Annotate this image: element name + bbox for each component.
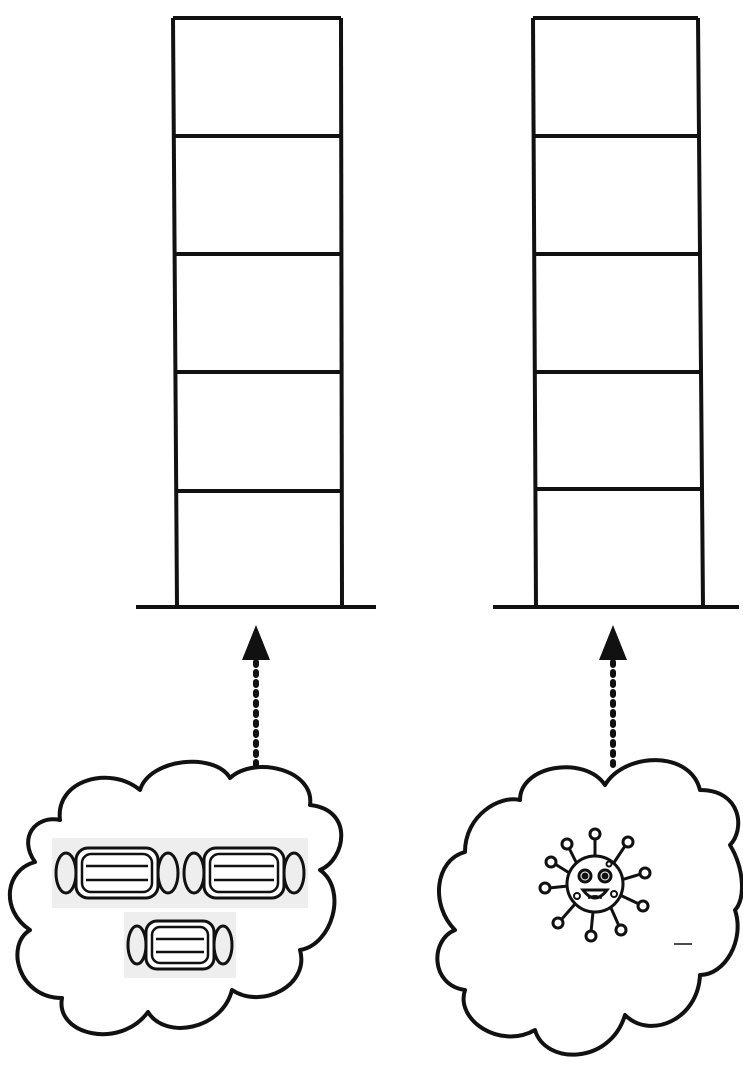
left-dotted-arrow bbox=[242, 625, 270, 768]
mask-icon bbox=[180, 838, 308, 908]
mask-icon bbox=[124, 912, 236, 978]
arrowhead-icon bbox=[599, 625, 627, 660]
virus-icon bbox=[538, 827, 652, 943]
right-ladder-rail-right bbox=[696, 17, 705, 608]
arrowhead-icon bbox=[242, 625, 270, 660]
right-ladder bbox=[493, 16, 739, 609]
right-dotted-arrow bbox=[599, 625, 627, 768]
mask-icon bbox=[52, 838, 182, 908]
right-ladder-rail-left bbox=[531, 17, 538, 608]
left-ladder bbox=[136, 16, 376, 609]
left-ladder-rail-right bbox=[339, 17, 344, 608]
left-ladder-rail-left bbox=[171, 17, 179, 608]
